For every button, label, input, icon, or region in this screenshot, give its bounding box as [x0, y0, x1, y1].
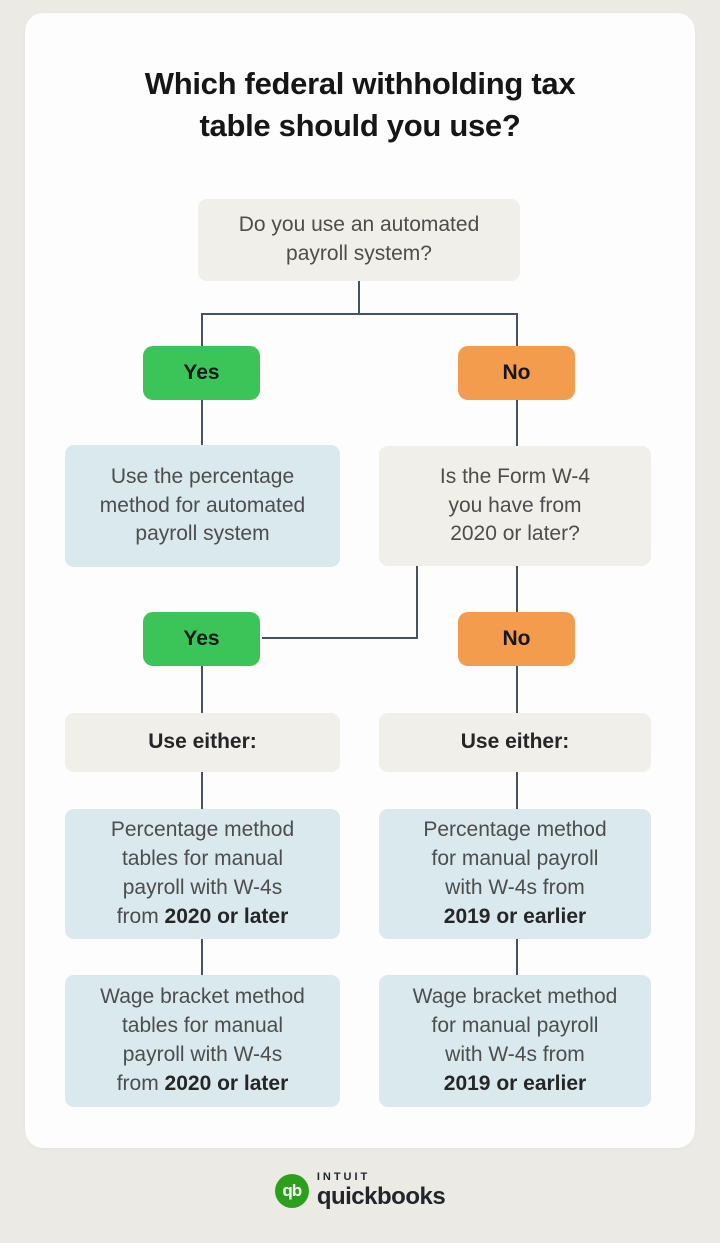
wage-right-emphasis: 2019 or earlier	[443, 1071, 587, 1095]
connector-right-wage	[516, 939, 518, 976]
percentage-left-text: Percentage method tables for manual payr…	[110, 818, 295, 928]
badge-no-level1: No	[458, 346, 575, 400]
connector-q1-branch	[201, 313, 518, 315]
wage-left-text: Wage bracket method tables for manual pa…	[100, 985, 305, 1095]
connector-w4-no-drop	[516, 566, 518, 613]
badge-yes-level1-label: Yes	[183, 361, 220, 384]
connector-q1-yes-drop	[201, 313, 203, 347]
quickbooks-logo-icon: qb	[274, 1173, 309, 1208]
percentage-right-emphasis: 2019 or earlier	[443, 904, 587, 928]
badge-yes-level1: Yes	[143, 346, 260, 400]
connector-left-percentage	[201, 772, 203, 810]
flowchart-card: Which federal withholding tax table shou…	[25, 13, 695, 1148]
connector-w4-yes-elbow	[262, 637, 418, 639]
percentage-left-emphasis: 2020 or later	[164, 904, 289, 928]
node-question-automated-payroll: Do you use an automated payroll system?	[198, 199, 520, 281]
connector-yes2-use-either	[201, 666, 203, 714]
page-title: Which federal withholding tax table shou…	[144, 66, 576, 144]
brand-quickbooks-text: quickbooks	[316, 1183, 446, 1210]
use-either-left-text: Use either:	[148, 730, 257, 754]
node-use-either-left: Use either:	[65, 713, 340, 772]
node-use-either-right: Use either:	[379, 713, 651, 772]
automated-result-text: Use the percentage method for automated …	[99, 464, 306, 546]
node-question-w4-year: Is the Form W-4 you have from 2020 or la…	[379, 446, 651, 566]
node-wage-bracket-left: Wage bracket method tables for manual pa…	[65, 975, 340, 1107]
connector-q1-stem	[358, 281, 360, 315]
connector-no1-question	[516, 400, 518, 446]
node-automated-result: Use the percentage method for automated …	[65, 445, 340, 567]
connector-w4-yes-drop	[416, 566, 418, 639]
use-either-right-text: Use either:	[460, 730, 570, 754]
brand-wordmark: intuit quickbooks	[316, 1171, 446, 1210]
brand-intuit-text: intuit	[316, 1171, 371, 1183]
badge-no-level2: No	[458, 612, 575, 666]
connector-no2-use-either	[516, 666, 518, 714]
connector-left-wage	[201, 939, 203, 976]
badge-yes-level2-label: Yes	[183, 627, 220, 650]
question-automated-text: Do you use an automated payroll system?	[238, 213, 480, 265]
node-wage-bracket-right: Wage bracket method for manual payroll w…	[379, 975, 651, 1107]
percentage-right-text: Percentage method for manual payroll wit…	[423, 818, 607, 928]
connector-q1-no-drop	[516, 313, 518, 347]
connector-right-percentage	[516, 772, 518, 810]
badge-no-level1-label: No	[502, 361, 531, 384]
node-percentage-method-left: Percentage method tables for manual payr…	[65, 809, 340, 939]
connector-yes1-result	[201, 400, 203, 446]
quickbooks-logo: qb intuit quickbooks	[0, 1172, 720, 1209]
wage-left-emphasis: 2020 or later	[164, 1071, 289, 1095]
question-w4-text: Is the Form W-4 you have from 2020 or la…	[439, 464, 591, 546]
wage-right-text: Wage bracket method for manual payroll w…	[412, 985, 618, 1095]
node-percentage-method-right: Percentage method for manual payroll wit…	[379, 809, 651, 939]
badge-no-level2-label: No	[502, 627, 531, 650]
qb-monogram: qb	[282, 1180, 302, 1200]
badge-yes-level2: Yes	[143, 612, 260, 666]
